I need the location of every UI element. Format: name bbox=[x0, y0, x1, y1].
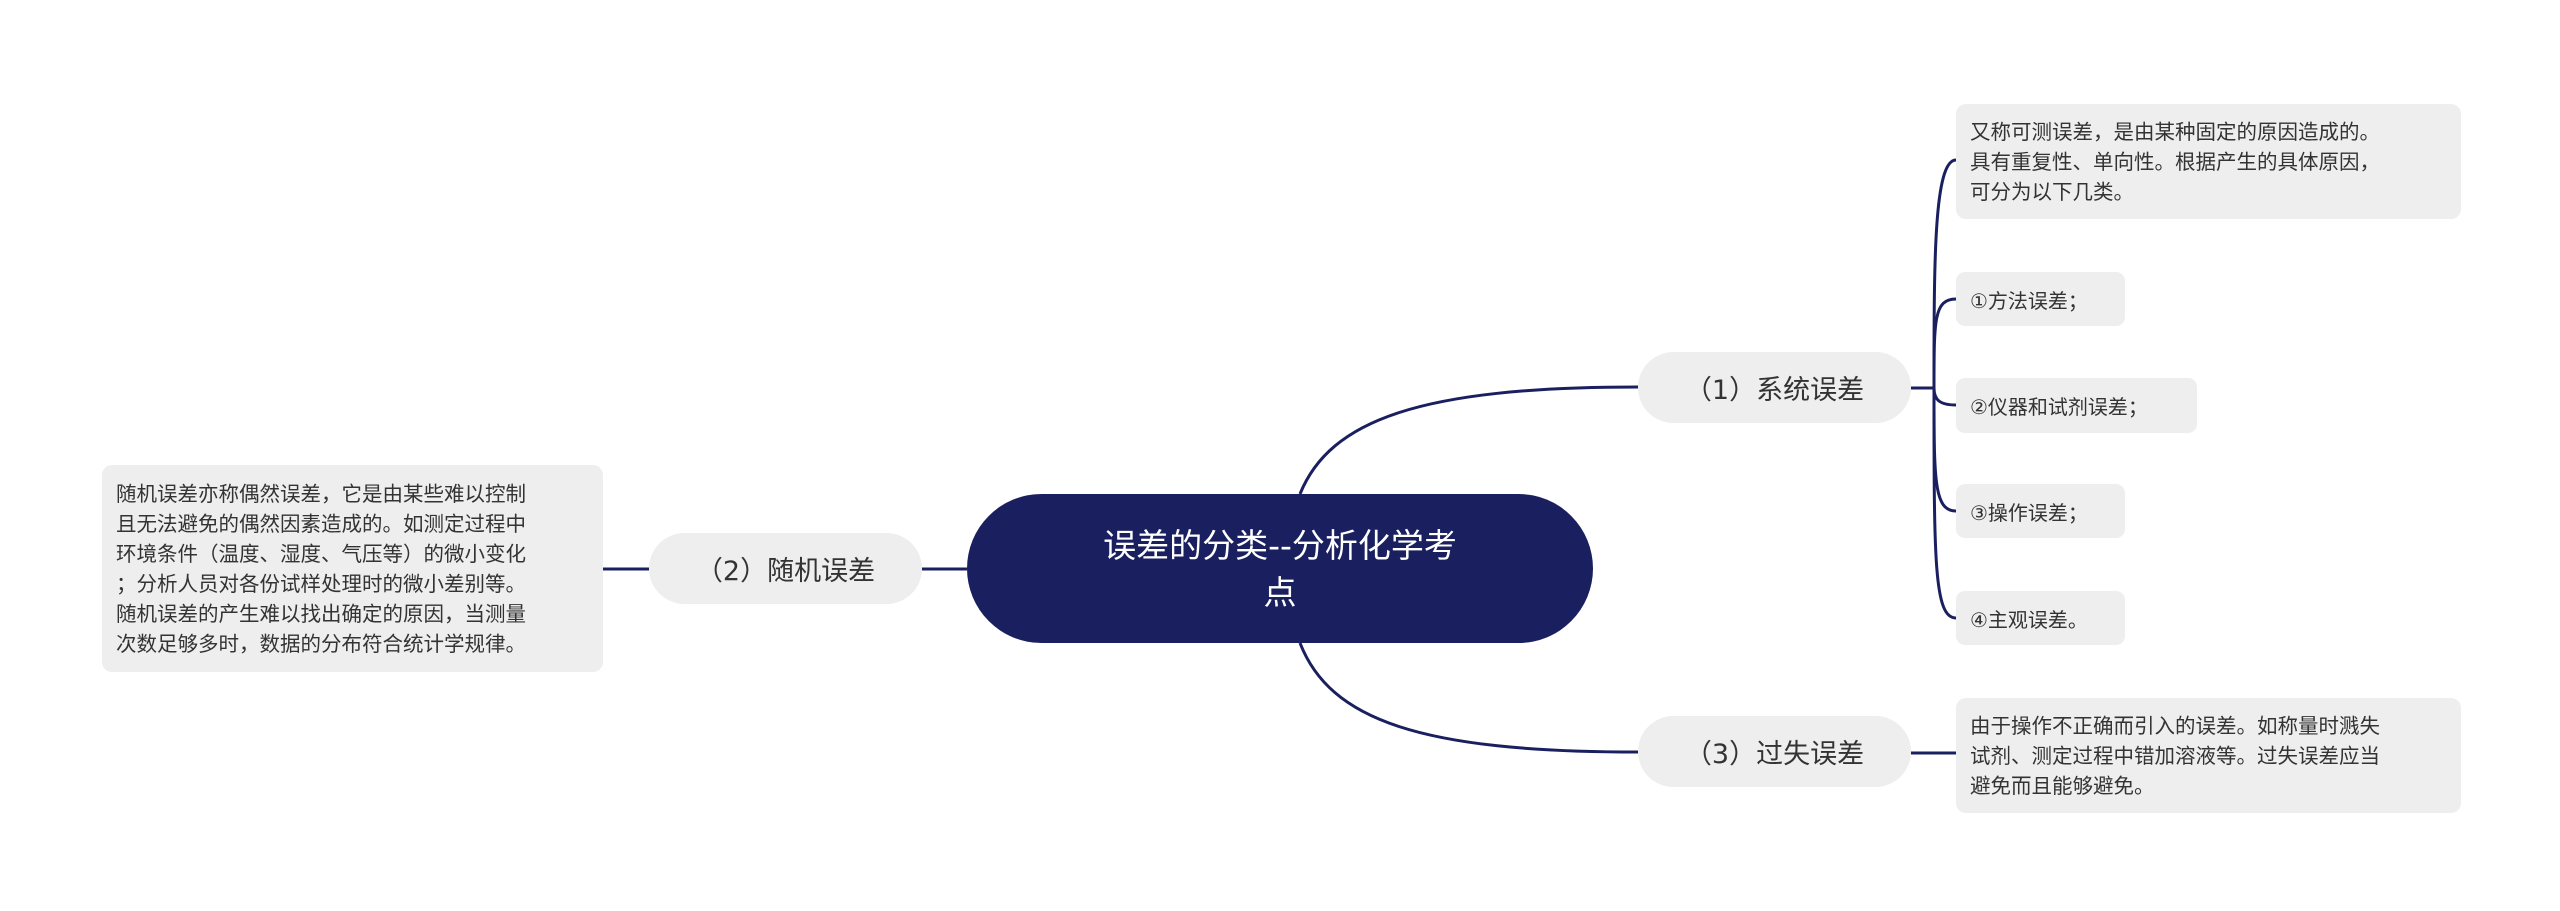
root-title-line1: 误差的分类--分析化学考 bbox=[1103, 525, 1457, 565]
leaf-subjective-error[interactable]: ④主观误差。 bbox=[1956, 591, 2125, 645]
link-root-gross bbox=[1298, 642, 1639, 754]
leaf-operation-error[interactable]: ③操作误差； bbox=[1956, 484, 2125, 538]
leaf-label: ②仪器和试剂误差； bbox=[1970, 395, 2148, 419]
systematic-error-description[interactable]: 又称可测误差，是由某种固定的原因造成的。 具有重复性、单向性。根据产生的具体原因… bbox=[1956, 104, 2461, 219]
root-topic[interactable]: 误差的分类--分析化学考 点 bbox=[967, 494, 1593, 643]
root-title-line2: 点 bbox=[1263, 572, 1297, 612]
random-error-description[interactable]: 随机误差亦称偶然误差，它是由某些难以控制 且无法避免的偶然因素造成的。如测定过程… bbox=[102, 465, 603, 672]
branch-label: （2）随机误差 bbox=[695, 556, 876, 587]
description-text: 由于操作不正确而引入的误差。如称量时溅失 试剂、测定过程中错加溶液等。过失误差应… bbox=[1970, 713, 2380, 798]
link-root-systematic bbox=[1298, 385, 1639, 495]
leaf-label: ①方法误差； bbox=[1970, 288, 2088, 313]
branch-random-error[interactable]: （2）随机误差 bbox=[649, 533, 922, 604]
description-text: 又称可测误差，是由某种固定的原因造成的。 具有重复性、单向性。根据产生的具体原因… bbox=[1970, 119, 2380, 204]
description-text: 随机误差亦称偶然误差，它是由某些难以控制 且无法避免的偶然因素造成的。如测定过程… bbox=[116, 481, 526, 656]
leaf-method-error[interactable]: ①方法误差； bbox=[1956, 272, 2125, 326]
branch-gross-error[interactable]: （3）过失误差 bbox=[1638, 716, 1911, 787]
leaf-instrument-reagent-error[interactable]: ②仪器和试剂误差； bbox=[1956, 378, 2197, 433]
leaf-label: ④主观误差。 bbox=[1970, 607, 2088, 632]
gross-error-description[interactable]: 由于操作不正确而引入的误差。如称量时溅失 试剂、测定过程中错加溶液等。过失误差应… bbox=[1956, 698, 2461, 813]
branch-label: （3）过失误差 bbox=[1684, 739, 1865, 770]
branch-label: （1）系统误差 bbox=[1684, 375, 1865, 406]
branch-systematic-error[interactable]: （1）系统误差 bbox=[1638, 352, 1911, 423]
leaf-label: ③操作误差； bbox=[1970, 500, 2088, 525]
